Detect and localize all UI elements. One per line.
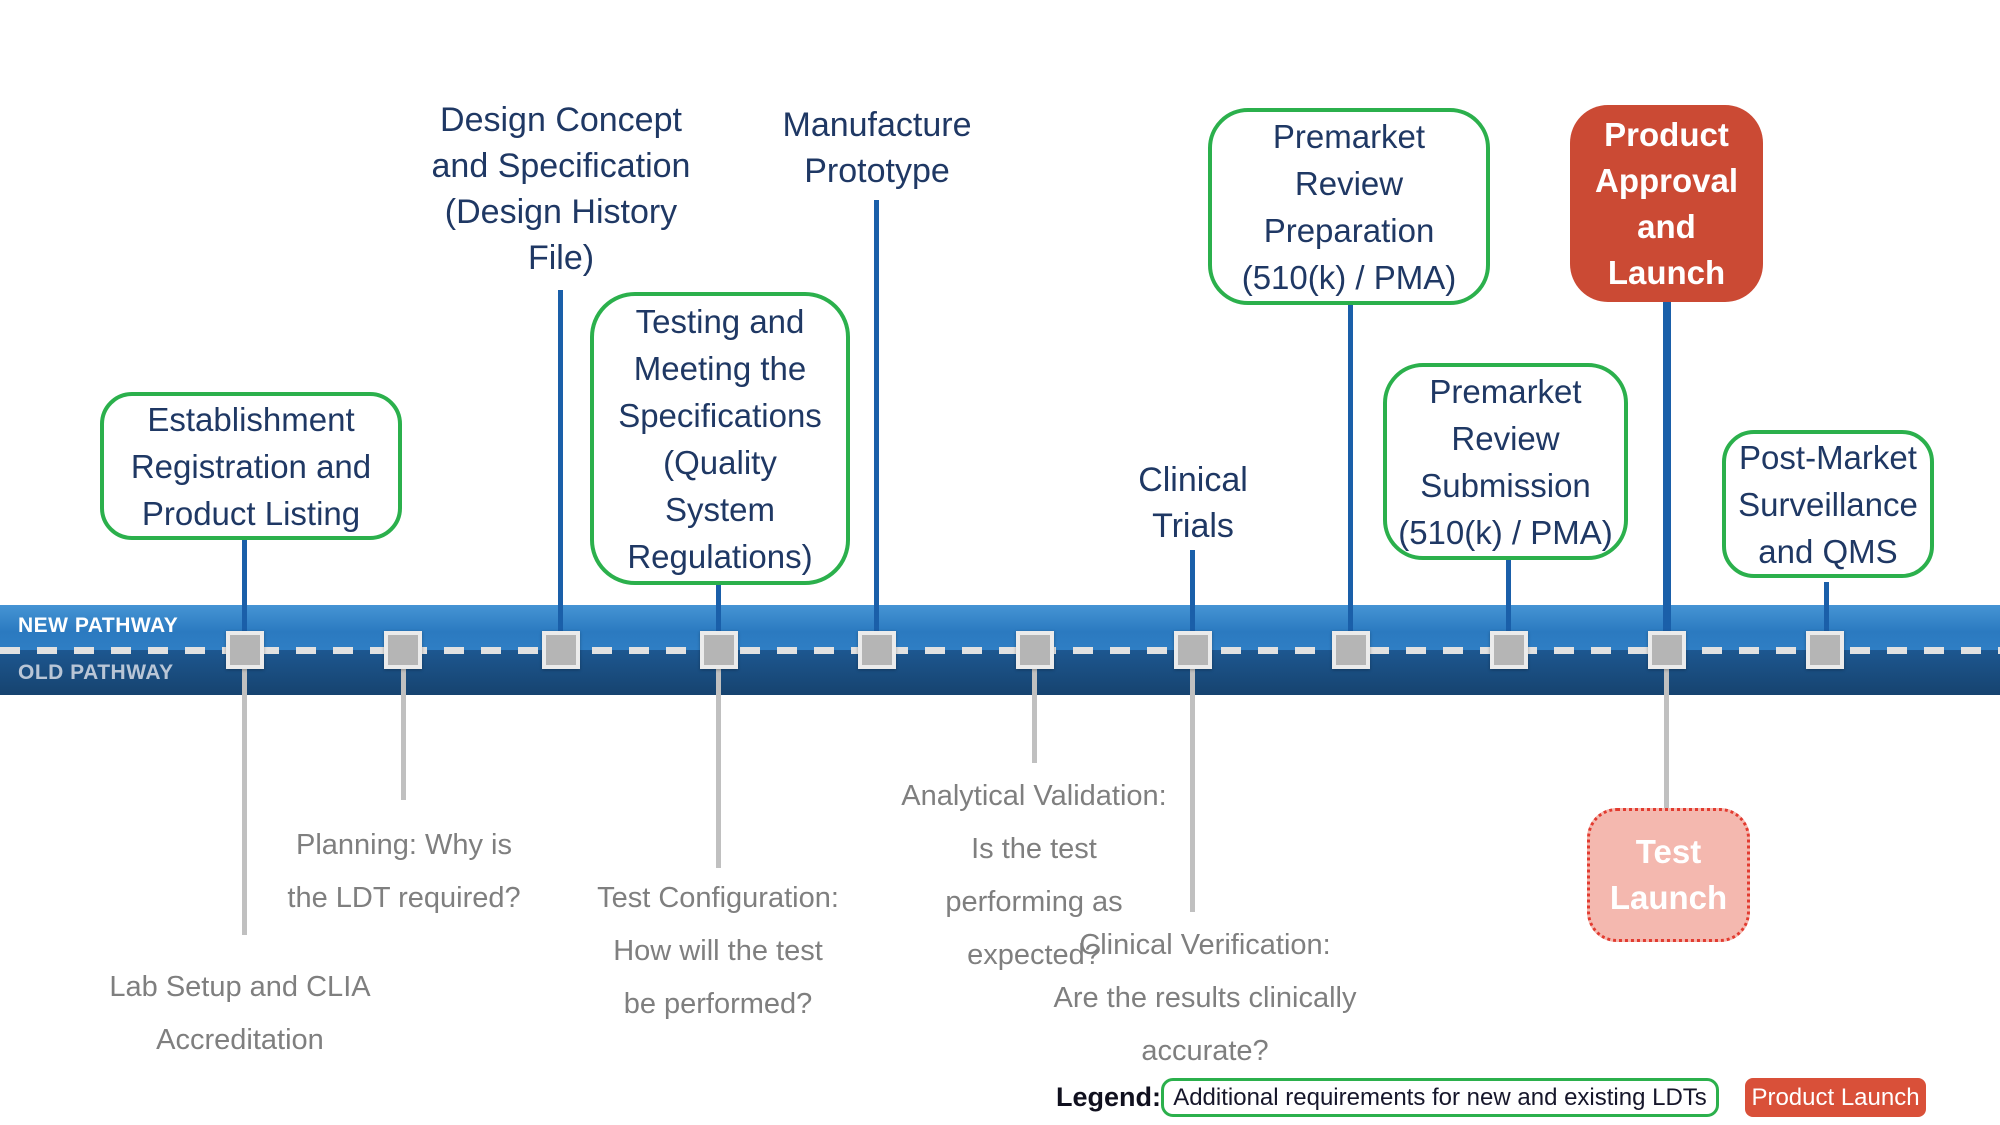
old-step-lab-setup: Lab Setup and CLIA Accreditation xyxy=(109,971,371,1056)
legend-green-box: Additional requirements for new and exis… xyxy=(1161,1078,1719,1117)
connector-premarket-preparation xyxy=(1348,303,1353,631)
milestone-test-launch: Test Launch xyxy=(1587,808,1750,942)
connector-clinical-verification xyxy=(1190,669,1195,912)
timeline-dashed-line xyxy=(0,647,2000,654)
timeline-marker xyxy=(700,631,738,669)
milestone-premarket-review-submission: Premarket Review Submission (510(k) / PM… xyxy=(1383,363,1628,560)
connector-product-approval xyxy=(1663,300,1671,631)
timeline-marker xyxy=(1806,631,1844,669)
connector-establishment xyxy=(242,540,247,631)
old-pathway-band xyxy=(0,650,2000,695)
milestone-manufacture-prototype: Manufacture Prototype xyxy=(782,106,972,190)
new-pathway-band xyxy=(0,605,2000,650)
connector-clinical-trials xyxy=(1190,550,1195,631)
legend-red-box: Product Launch xyxy=(1745,1078,1926,1117)
connector-premarket-submission xyxy=(1506,558,1511,631)
connector-analytical-validation xyxy=(1032,669,1037,763)
old-step-test-configuration: Test Configuration: How will the test be… xyxy=(597,882,839,1020)
connector-planning xyxy=(401,669,406,800)
connector-manufacture-prototype xyxy=(874,200,879,631)
timeline-marker xyxy=(1016,631,1054,669)
new-pathway-label: NEW PATHWAY xyxy=(18,614,179,637)
old-step-planning: Planning: Why is the LDT required? xyxy=(287,829,521,914)
connector-post-market xyxy=(1824,582,1829,631)
legend-title: Legend: xyxy=(1056,1082,1161,1112)
milestone-establishment-registration: Establishment Registration and Product L… xyxy=(100,392,402,540)
timeline-marker xyxy=(1490,631,1528,669)
connector-design-concept xyxy=(558,290,563,631)
timeline-marker xyxy=(858,631,896,669)
connector-test-launch xyxy=(1664,669,1669,808)
old-step-analytical-validation: Analytical Validation: Is the test perfo… xyxy=(901,780,1167,971)
old-pathway-label: OLD PATHWAY xyxy=(18,661,174,684)
timeline-marker xyxy=(1174,631,1212,669)
milestone-testing-specifications: Testing and Meeting the Specifications (… xyxy=(590,292,850,585)
milestone-design-concept: Design Concept and Specification (Design… xyxy=(431,101,691,277)
timeline-marker xyxy=(1332,631,1370,669)
milestone-premarket-review-preparation: Premarket Review Preparation (510(k) / P… xyxy=(1208,108,1490,305)
timeline-marker xyxy=(226,631,264,669)
milestone-post-market-surveillance: Post-Market Surveillance and QMS xyxy=(1722,430,1934,578)
connector-lab-setup xyxy=(242,669,247,935)
connector-test-configuration xyxy=(716,669,721,868)
milestone-clinical-trials: Clinical Trials xyxy=(1138,461,1248,545)
timeline-marker xyxy=(384,631,422,669)
connector-testing xyxy=(716,585,721,631)
old-step-clinical-verification: Clinical Verification: Are the results c… xyxy=(1053,929,1357,1067)
timeline-marker xyxy=(1648,631,1686,669)
milestone-product-approval-launch: Product Approval and Launch xyxy=(1570,105,1763,302)
timeline-marker xyxy=(542,631,580,669)
